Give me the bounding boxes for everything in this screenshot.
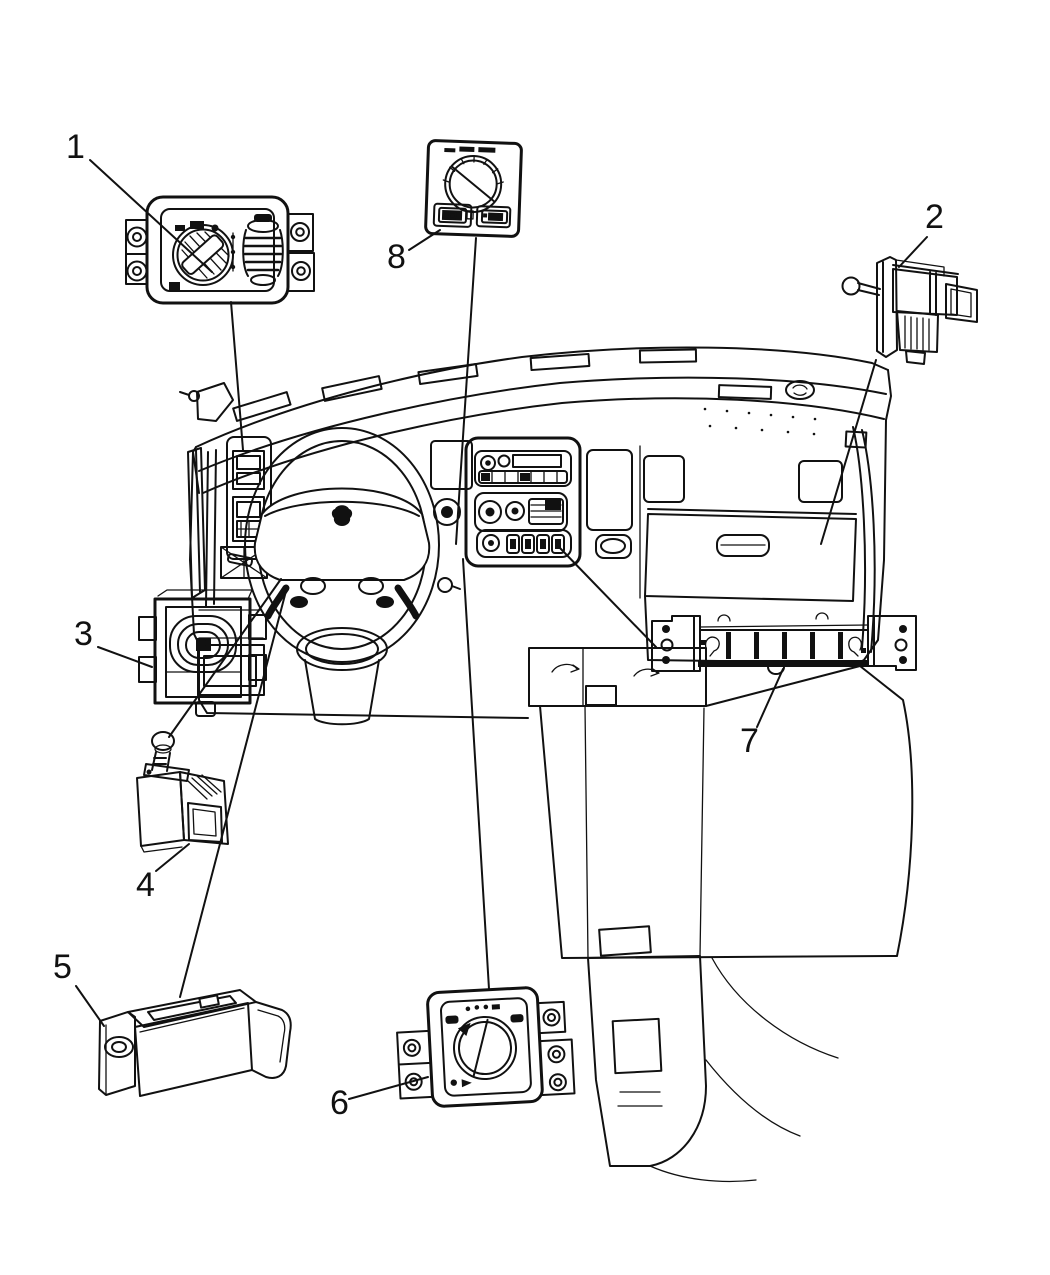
part-drawing-3-instrument-panel-switch[interactable] bbox=[138, 589, 267, 717]
left-mirror-bracket bbox=[196, 382, 234, 422]
ignition-cylinder bbox=[437, 577, 453, 593]
part-drawing-6-headlamp-rotary-switch[interactable] bbox=[395, 986, 576, 1109]
callout-label-1[interactable]: 1 bbox=[66, 128, 85, 166]
leader-1-location bbox=[230, 301, 244, 451]
right-corner-vent bbox=[844, 430, 868, 449]
leader-6-number bbox=[348, 1076, 429, 1100]
callout-label-2[interactable]: 2 bbox=[925, 198, 944, 236]
callout-label-7[interactable]: 7 bbox=[740, 722, 759, 760]
leader-2-location bbox=[820, 359, 877, 545]
leader-4-location bbox=[168, 578, 282, 738]
part-drawing-5-bracket-switch-module[interactable] bbox=[98, 989, 292, 1097]
part-drawing-4-brake-lamp-switch[interactable] bbox=[136, 731, 229, 853]
glovebox bbox=[644, 513, 857, 602]
brand-emblem bbox=[785, 380, 815, 400]
rotary-knob-handle bbox=[181, 234, 225, 275]
leader-5-number bbox=[75, 985, 105, 1027]
leader-7-location bbox=[558, 546, 657, 648]
speaker-grille bbox=[798, 460, 843, 503]
steering-column bbox=[304, 659, 380, 726]
dashboard-illustration bbox=[179, 346, 914, 1183]
part-drawing-2-plunger-switch[interactable] bbox=[841, 256, 978, 365]
passenger-vent bbox=[643, 455, 685, 503]
callout-label-3[interactable]: 3 bbox=[74, 615, 93, 653]
turn-signal-stalk bbox=[226, 553, 254, 567]
leader-1-number bbox=[89, 159, 213, 273]
center-vent bbox=[586, 449, 633, 531]
leader-3-number bbox=[97, 646, 153, 668]
headlamp-icon bbox=[445, 1015, 459, 1024]
cluster-side-vent bbox=[430, 440, 473, 490]
lower-console bbox=[528, 647, 914, 1183]
radio bbox=[474, 450, 572, 487]
callout-label-8[interactable]: 8 bbox=[387, 238, 406, 276]
glovebox-handle bbox=[716, 534, 770, 557]
fog-lamp-icon bbox=[510, 1014, 524, 1023]
dash-switch-row bbox=[476, 529, 572, 558]
part-drawing-8-transfer-case-switch[interactable] bbox=[424, 139, 523, 238]
pad-stitching-dots bbox=[703, 407, 817, 436]
callout-label-6[interactable]: 6 bbox=[330, 1084, 349, 1122]
leader-2-number bbox=[898, 236, 928, 268]
transfer-case-knob-location bbox=[433, 498, 461, 526]
callout-label-5[interactable]: 5 bbox=[53, 948, 72, 986]
callout-label-4[interactable]: 4 bbox=[136, 866, 155, 904]
left-side-vent bbox=[187, 447, 206, 599]
leader-8-number bbox=[408, 229, 441, 251]
leader-8-location bbox=[455, 237, 477, 545]
ram-logo bbox=[331, 505, 353, 526]
leader-6-location bbox=[462, 558, 490, 990]
leader-lines bbox=[75, 159, 928, 1100]
steering-wheel bbox=[226, 427, 461, 726]
leader-7-number bbox=[756, 668, 784, 728]
part-drawing-1-headlamp-switch-module[interactable] bbox=[125, 195, 315, 305]
center-stack bbox=[464, 436, 633, 568]
leader-4-number bbox=[155, 843, 190, 872]
defroster-vent-slots bbox=[232, 348, 773, 422]
leader-5-location bbox=[179, 590, 287, 998]
